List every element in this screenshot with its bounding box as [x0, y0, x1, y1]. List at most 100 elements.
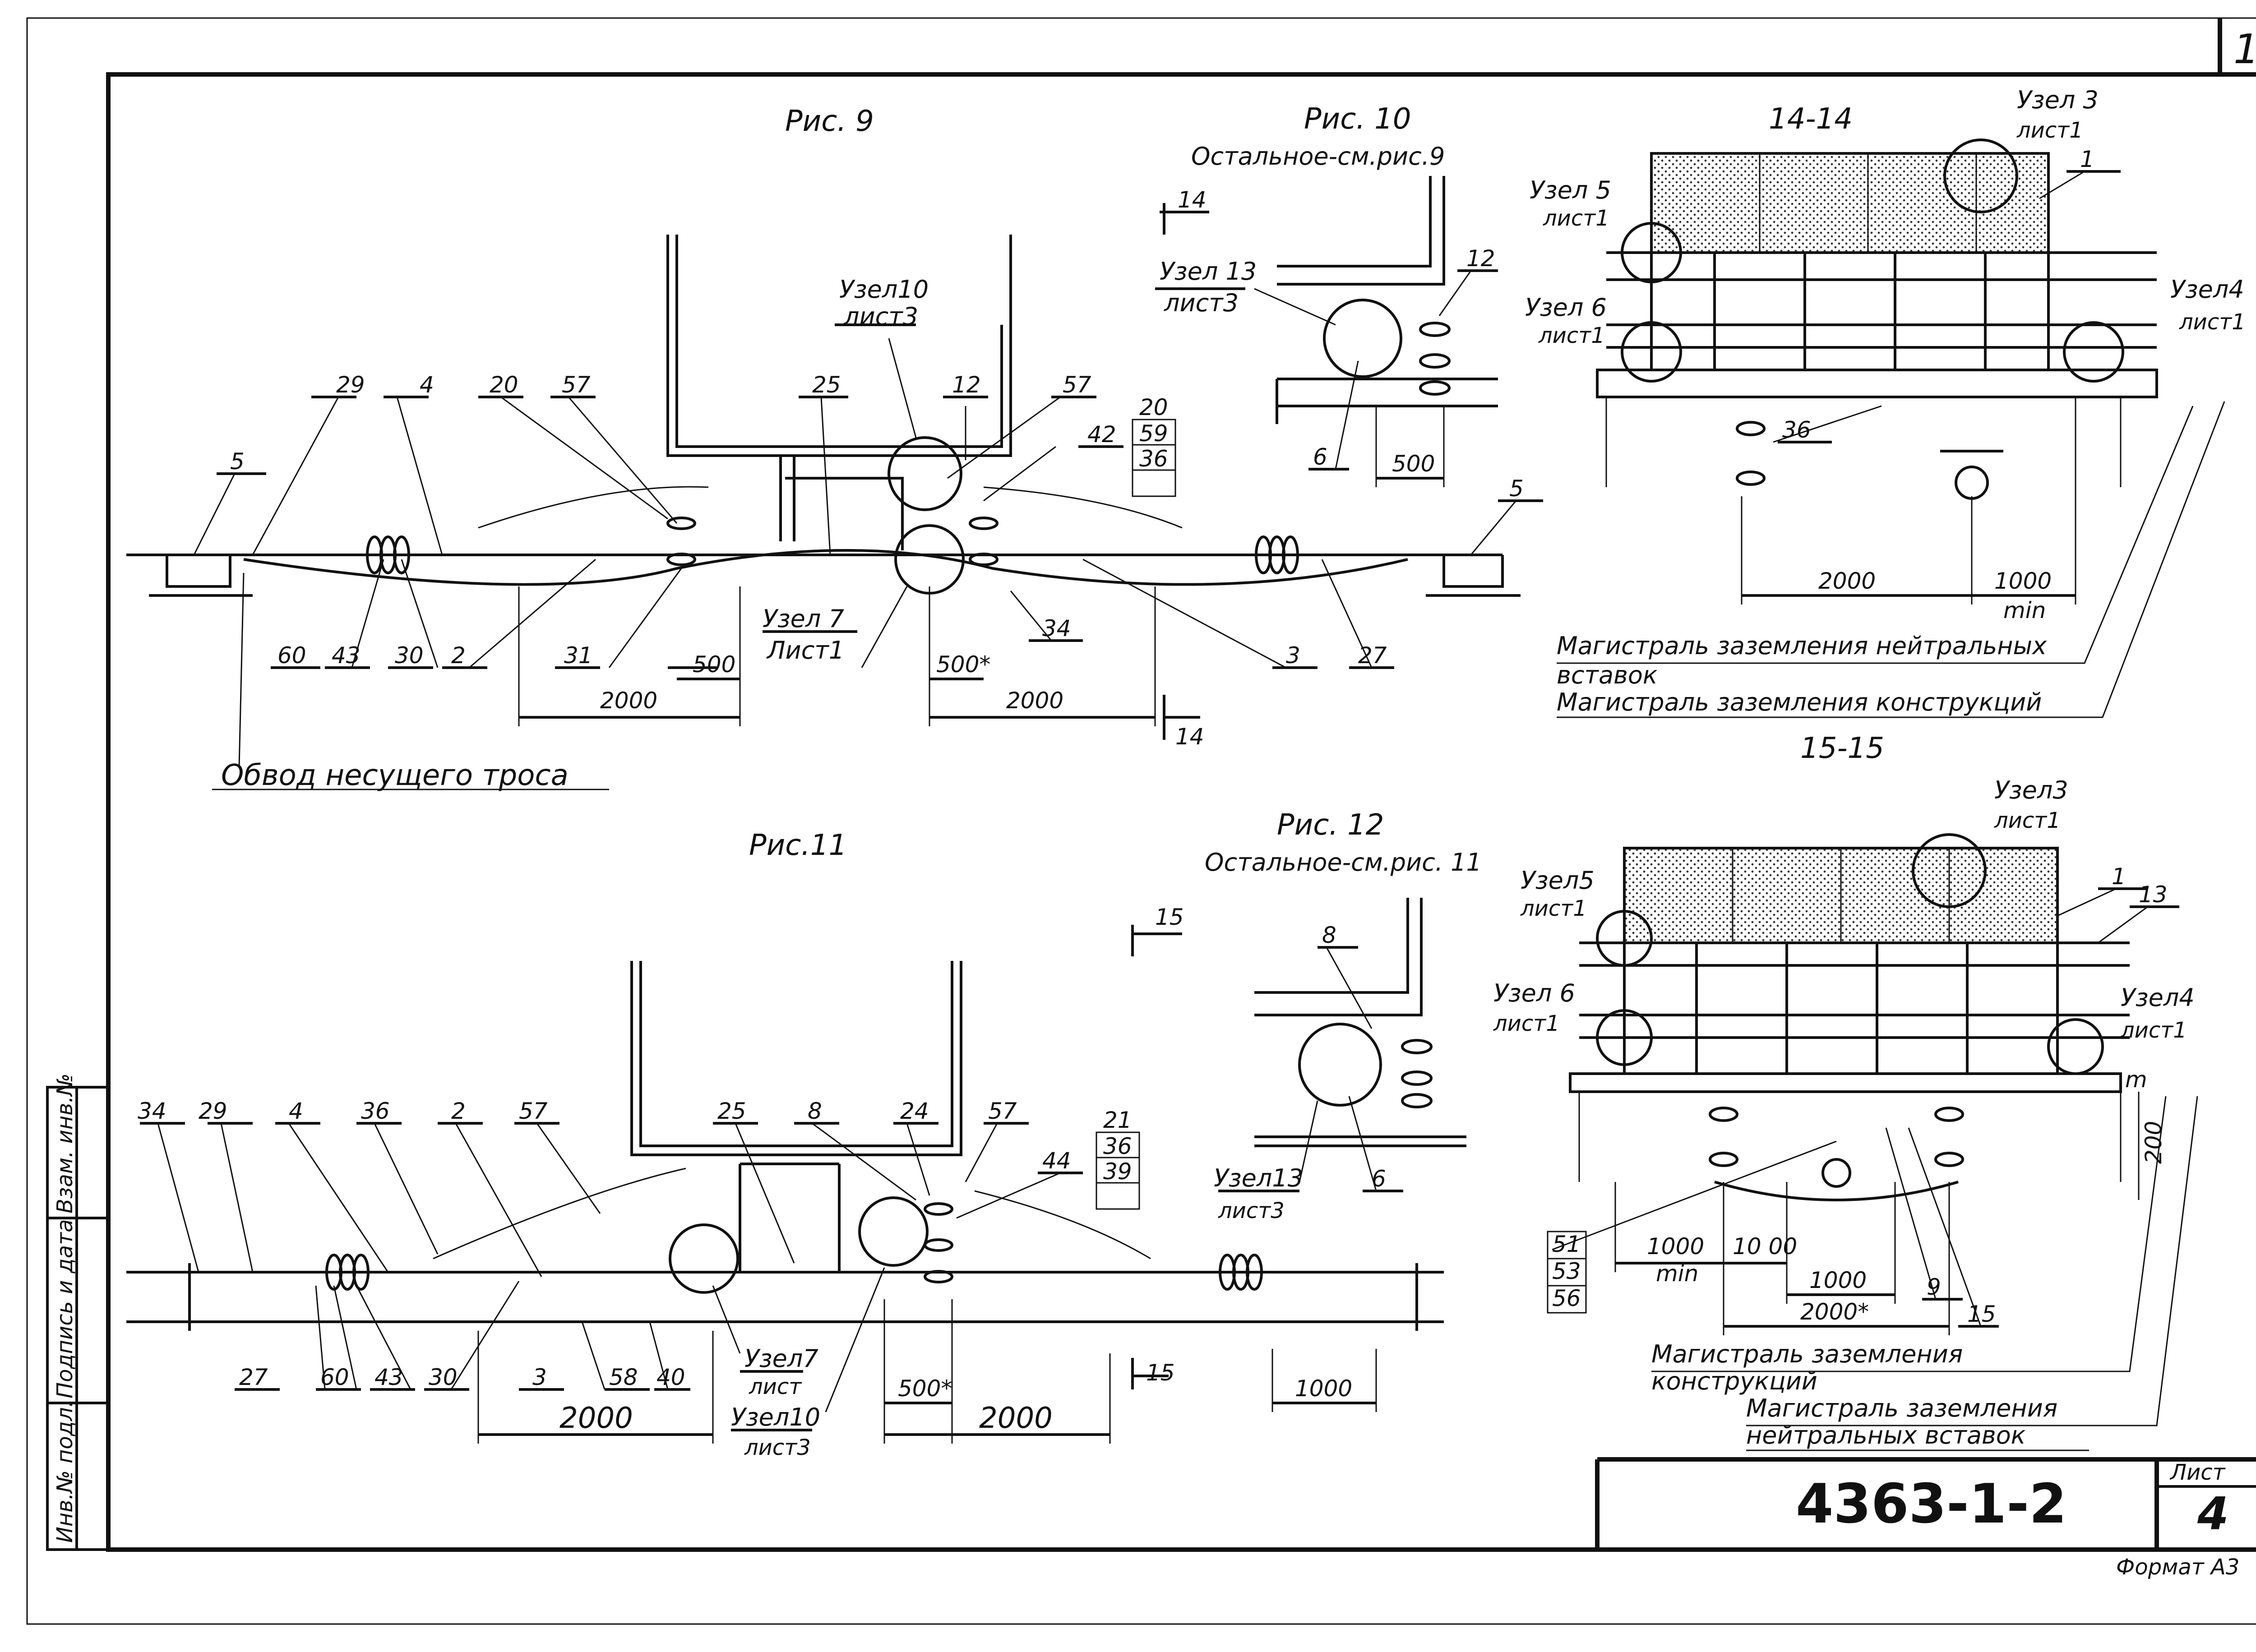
fig9-label-43: 43 — [332, 642, 361, 669]
figure-9: Рис. 9 — [126, 105, 1543, 792]
sec1414-dim-min: min — [2003, 597, 2046, 623]
sec1515-node5: Узел5 — [1521, 866, 1595, 895]
sec1515-dim-200: 200 — [2140, 1121, 2167, 1164]
fig9-label-27: 27 — [1358, 642, 1387, 669]
fig9-dim-2000b: 2000 — [1006, 688, 1063, 714]
fig11-label-40: 40 — [656, 1364, 685, 1390]
sec1414-node6-sheet: лист1 — [1538, 323, 1605, 348]
fig10-node13: Узел 13 — [1160, 257, 1257, 286]
fig11-label-2: 2 — [451, 1098, 466, 1124]
fig10-node13-circle — [1323, 299, 1402, 378]
insulator-left — [366, 535, 410, 574]
sec1414-node3-circle — [1943, 138, 2018, 213]
sec1515-title: 15-15 — [1800, 732, 1884, 765]
fig9-label-25: 25 — [812, 372, 841, 398]
sec1414-node3: Узел 3 — [2017, 86, 2099, 114]
fig11-label-30: 30 — [429, 1364, 458, 1390]
fig11-dim-2000b: 2000 — [979, 1402, 1053, 1435]
sec1414-node5-sheet: лист1 — [1543, 206, 1609, 231]
fig9-node7-sheet: Лист1 — [766, 636, 844, 664]
sec1515-label-13: 13 — [2139, 881, 2168, 908]
fig9-label-30: 30 — [395, 642, 424, 669]
sec1515-node5-sheet: лист1 — [1520, 896, 1587, 921]
sec1515-node6-sheet: лист1 — [1493, 1011, 1560, 1036]
fig10-cut-14: 14 — [1178, 187, 1207, 213]
fig11-label-4: 4 — [289, 1098, 303, 1124]
doc-number: 4363-1-2 — [1796, 1473, 2067, 1536]
fig9-label-42: 42 — [1087, 421, 1116, 448]
sec1414-label-1: 1 — [2080, 146, 2094, 172]
sec1414-main-neutral-1: Магистраль заземления нейтральных — [1557, 632, 2047, 660]
fig9-leaders — [193, 323, 1543, 790]
fig9-dimensions: 500 500* 2000 2000 14 — [518, 586, 1204, 750]
sec1515-main-struct-1: Магистраль заземления — [1651, 1340, 1963, 1368]
fig10-label-12: 12 — [1466, 245, 1495, 272]
fig9-node10-sheet: лист3 — [843, 302, 918, 331]
sec1515-label-9: 9 — [1927, 1274, 1941, 1300]
fig12-label-8: 8 — [1322, 922, 1336, 948]
sec1515-node3-sheet: лист1 — [1994, 808, 2061, 833]
insulator-stack-a — [666, 517, 999, 566]
fig11-dim-500: 500* — [898, 1375, 952, 1402]
fig9-label-34: 34 — [1042, 615, 1071, 641]
sec1414-label-36: 36 — [1782, 417, 1811, 443]
fig12-node13-sheet: лист3 — [1218, 1198, 1285, 1223]
sec1515-node3-circle — [1912, 833, 1987, 908]
fig12-title: Рис. 12 — [1277, 808, 1384, 842]
fig9-label-5a: 5 — [230, 448, 245, 475]
fig9-label-20: 20 — [490, 372, 518, 398]
sheet-number: 4 — [2197, 1487, 2229, 1540]
sec1515-node6: Узел 6 — [1493, 979, 1575, 1007]
sec1515-dim-min: min — [1656, 1260, 1698, 1287]
sec1414-node5-circle — [1621, 222, 1682, 283]
fig9-bypass-label: Обвод несущего троса — [221, 759, 569, 792]
sec1515-label-1: 1 — [2112, 863, 2126, 890]
sec1515-node3: Узел3 — [1994, 776, 2068, 804]
fig9-dim-500a: 500 — [693, 651, 735, 678]
fig11-node7: Узел7 — [744, 1344, 818, 1373]
fig11-cut-15b: 15 — [1146, 1360, 1175, 1386]
fig11-node7-circle — [669, 1223, 739, 1294]
fig11-label-34: 34 — [138, 1098, 166, 1124]
sec1414-node5: Узел 5 — [1530, 176, 1611, 204]
sec1414-node6: Узел 6 — [1525, 293, 1607, 322]
sec1515-dim-2000: 2000* — [1800, 1299, 1869, 1325]
fig10-label-6: 6 — [1313, 444, 1327, 470]
fig11-leaders — [140, 1122, 1140, 1431]
sec1515-m: m — [2125, 1066, 2147, 1093]
fig11-label-36b: 36 — [1103, 1133, 1132, 1159]
fig11-label-24: 24 — [900, 1098, 929, 1124]
fig9-label-29: 29 — [336, 372, 365, 398]
sheet-label: Лист — [2169, 1460, 2226, 1485]
sec1515-dim-1000c: 1000 — [1809, 1267, 1867, 1293]
section-15-15: 15-15 Узел3 лист1 Узел5 лист1 Узел 6 лис… — [1493, 732, 2198, 1451]
sec1515-node4-circle — [2047, 1018, 2104, 1075]
sec1414-node6-circle — [1621, 321, 1682, 383]
fig10-node13-sheet: лист3 — [1164, 289, 1239, 317]
fig11-label-29: 29 — [199, 1098, 227, 1124]
fig11-label-57b: 57 — [988, 1098, 1017, 1124]
fig12-note: Остальное-см.рис. 11 — [1205, 848, 1482, 877]
section-14-14: 14-14 Узел 3 лист1 Узел 5 лист1 Узел 6 л… — [1525, 86, 2246, 718]
fig9-label-4: 4 — [420, 372, 434, 398]
fig11-label-25: 25 — [717, 1098, 746, 1124]
fig11-node10-sheet: лист3 — [744, 1435, 811, 1460]
format-label: Формат А3 — [2116, 1555, 2239, 1580]
sec1515-label-51: 51 — [1552, 1231, 1581, 1257]
sec1414-dim-1000: 1000 — [1994, 568, 2052, 594]
fig11-label-57: 57 — [519, 1098, 548, 1124]
fig10-dim-500: 500 — [1392, 451, 1435, 477]
fig11-label-39: 39 — [1103, 1158, 1132, 1185]
fig11-node7-sheet: лист — [749, 1374, 802, 1399]
fig9-label-12: 12 — [952, 372, 981, 398]
figure-12: Рис. 12 Остальное-см.рис. 11 8 6 Узел13 … — [1205, 808, 1482, 1223]
fig11-label-3: 3 — [532, 1364, 547, 1390]
sec1414-node4-circle — [2063, 321, 2124, 383]
sec1515-label-56: 56 — [1552, 1285, 1581, 1311]
stamp-inv-podl: Инв.№ подл. — [52, 1400, 78, 1543]
fig9-label-2: 2 — [451, 642, 466, 669]
fig11-dim-1000: 1000 — [1295, 1375, 1352, 1402]
sec1414-node4: Узел4 — [2170, 275, 2244, 304]
sec1414-title: 14-14 — [1769, 102, 1853, 136]
fig9-dim-500b: 500* — [936, 651, 990, 678]
